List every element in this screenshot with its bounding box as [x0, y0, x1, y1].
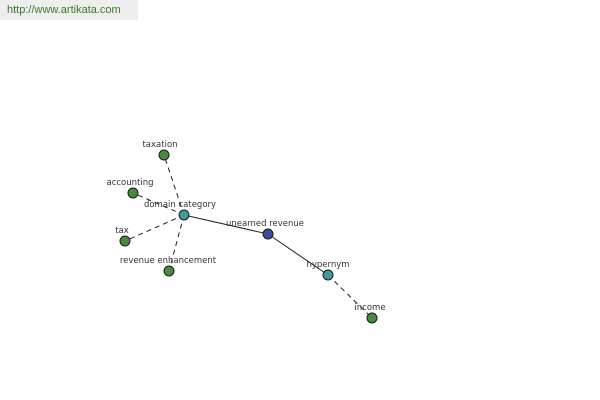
node-label: taxation [142, 140, 177, 150]
node-taxation[interactable]: taxation [142, 140, 178, 161]
node-dot[interactable] [262, 228, 274, 240]
node-label: income [354, 303, 385, 313]
edge-unearned-hypernym [267, 233, 329, 276]
url-banner: http://www.artikata.com [0, 0, 138, 20]
node-label: accounting [106, 178, 153, 188]
graph-edges [124, 154, 373, 319]
edge-unearned-domain [183, 214, 269, 235]
node-dot[interactable] [158, 149, 170, 161]
node-dot[interactable] [322, 269, 334, 281]
node-dot[interactable] [366, 312, 378, 324]
node-income[interactable]: income [354, 303, 386, 324]
graph-nodes: unearned revenue domain category hypernym t… [106, 140, 386, 324]
edge-domain-taxation [163, 154, 185, 216]
node-label: tax [115, 226, 129, 236]
edge-domain-accounting [132, 192, 185, 216]
node-hypernym[interactable]: hypernym [306, 260, 350, 281]
node-label: hypernym [306, 260, 349, 270]
edge-hypernym-income [327, 274, 373, 319]
node-domain[interactable]: domain category [144, 200, 216, 221]
node-dot[interactable] [178, 209, 190, 221]
node-label: domain category [144, 200, 216, 210]
edge-domain-revenue_enhancement [168, 214, 185, 272]
node-tax[interactable]: tax [115, 226, 131, 247]
site-url-link[interactable]: http://www.artikata.com [7, 4, 121, 16]
node-dot[interactable] [127, 187, 139, 199]
node-dot[interactable] [163, 265, 175, 277]
node-dot[interactable] [119, 235, 131, 247]
edge-domain-tax [124, 214, 185, 242]
node-revenue-enhancement[interactable]: revenue enhancement [120, 256, 217, 277]
node-label: revenue enhancement [120, 256, 217, 266]
node-accounting[interactable]: accounting [106, 178, 154, 199]
node-unearned[interactable]: unearned revenue [226, 219, 304, 240]
node-label: unearned revenue [226, 219, 304, 229]
